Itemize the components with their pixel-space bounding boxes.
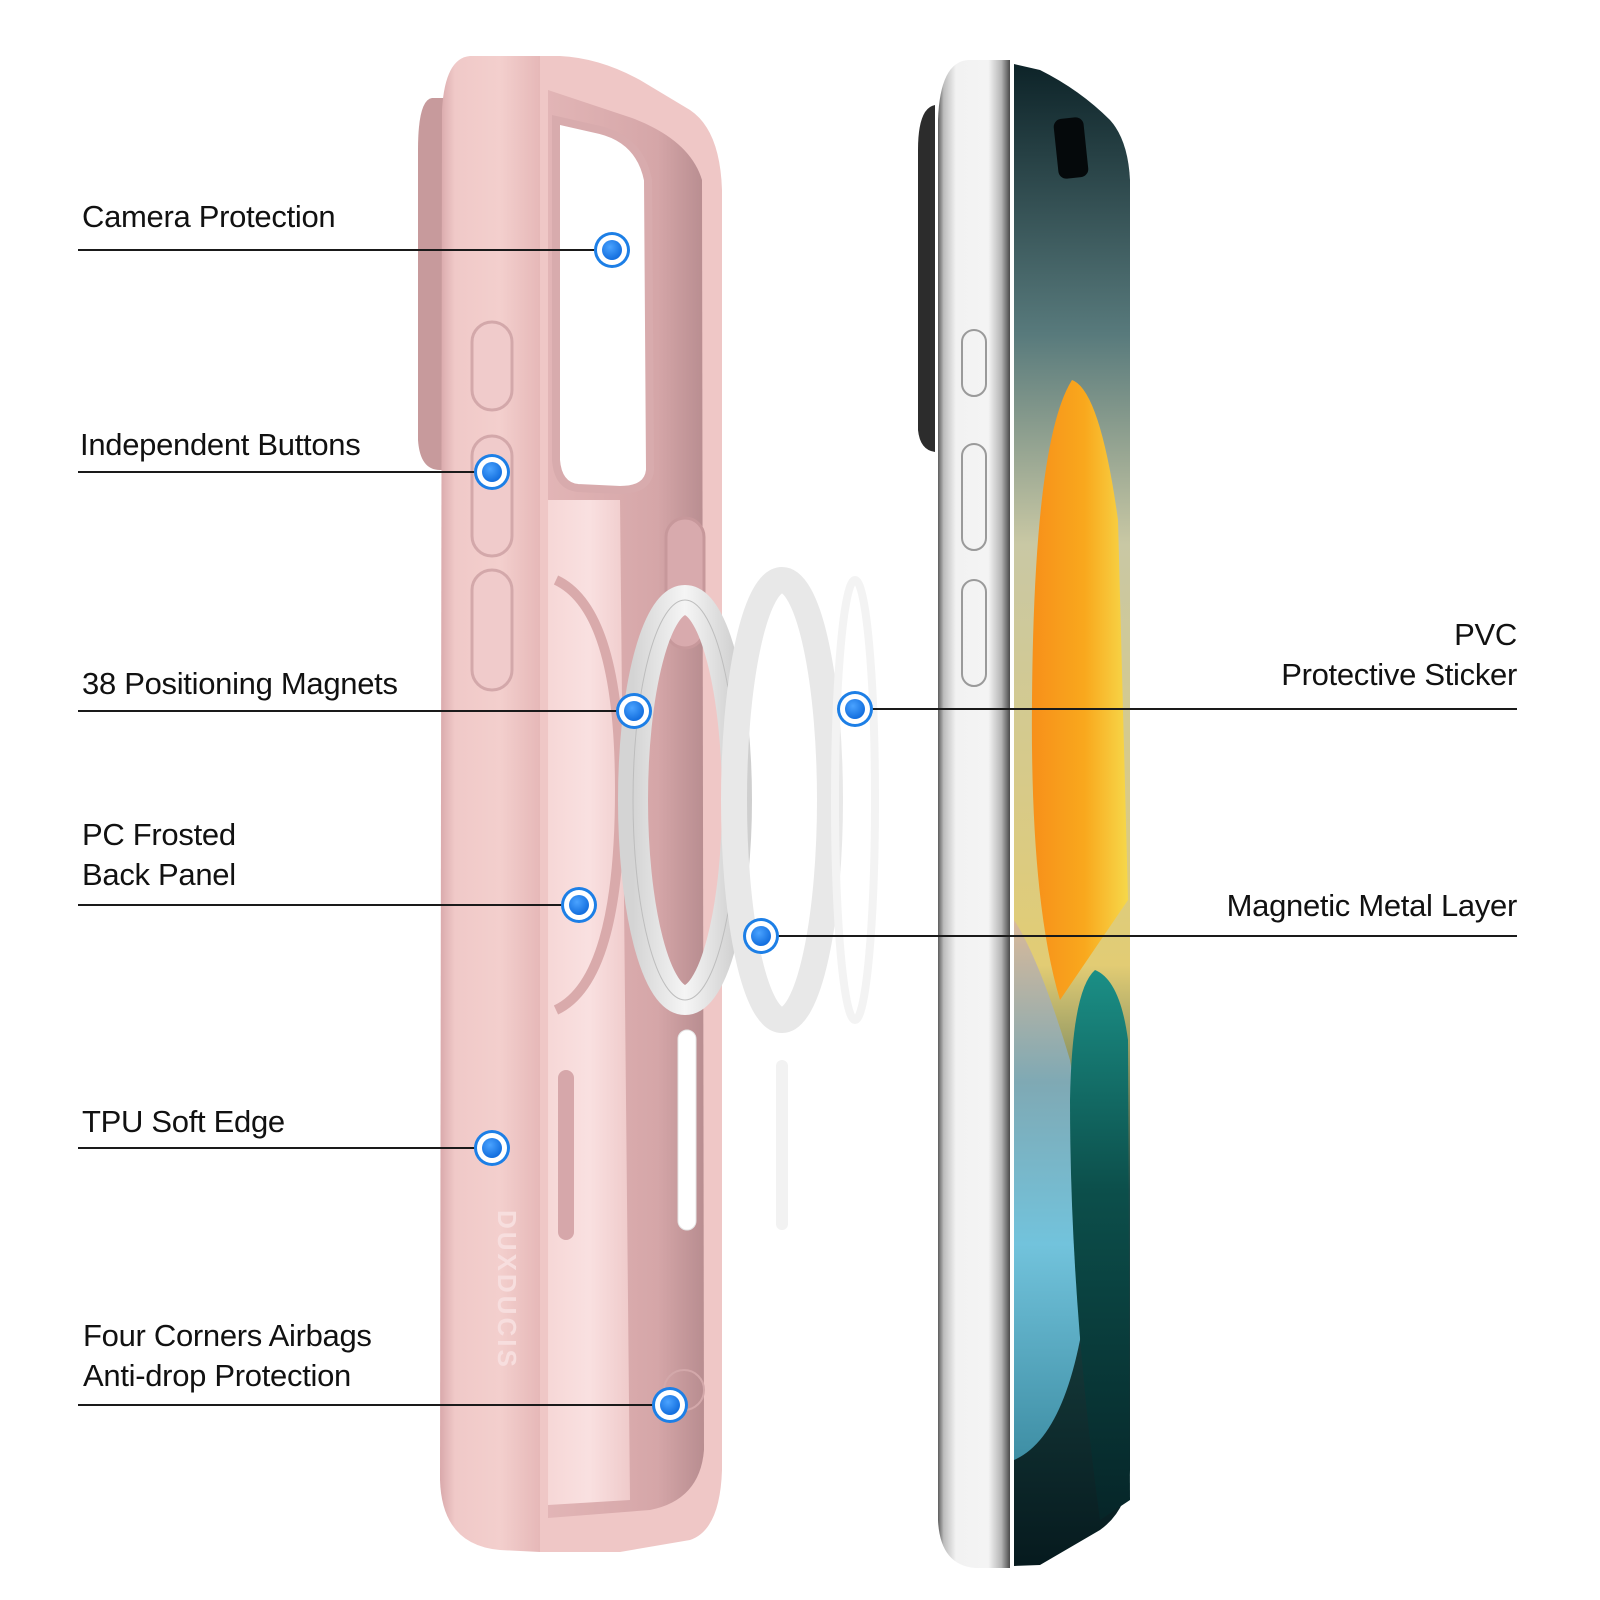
callout-dot-magnetic-metal-layer[interactable] [746,921,776,951]
callout-dot-independent-buttons[interactable] [477,457,507,487]
label-text-line-1: Four Corners Airbags [83,1318,372,1353]
callout-dot-pc-frosted-back-panel[interactable] [564,890,594,920]
phone-case: DUXDUCIS [418,56,722,1552]
label-text-line-2: Back Panel [82,857,236,892]
leader-camera-protection [78,249,612,251]
label-text-line-1: PVC [1454,617,1517,652]
label-text: Independent Buttons [80,427,361,462]
leader-four-corners-airbags [78,1404,670,1406]
leader-pvc-protective-sticker [855,708,1517,710]
metal-ring [721,567,843,1230]
leader-magnetic-metal-layer [761,935,1517,937]
callout-dot-tpu-soft-edge[interactable] [477,1133,507,1163]
label-text: TPU Soft Edge [82,1104,285,1139]
label-pvc-protective-sticker: PVC Protective Sticker [1281,615,1517,695]
leader-tpu-soft-edge [78,1147,492,1149]
label-text: 38 Positioning Magnets [82,666,398,701]
leader-pc-frosted-back-panel [78,904,579,906]
label-text: Magnetic Metal Layer [1226,888,1518,923]
label-tpu-soft-edge: TPU Soft Edge [82,1102,285,1142]
brand-mark: DUXDUCIS [492,1210,522,1370]
callout-dot-pvc-protective-sticker[interactable] [840,694,870,724]
label-text-line-1: PC Frosted [82,817,236,852]
callout-dot-four-corners-airbags[interactable] [655,1390,685,1420]
label-independent-buttons: Independent Buttons [80,425,361,465]
label-text-line-2: Protective Sticker [1281,657,1517,692]
callout-dot-camera-protection[interactable] [597,235,627,265]
leader-independent-buttons [78,471,492,473]
label-magnetic-metal-layer: Magnetic Metal Layer [1226,886,1518,926]
leader-positioning-magnets [78,710,634,712]
pvc-sticker [831,576,879,1024]
label-text: Camera Protection [82,199,336,234]
label-pc-frosted-back-panel: PC Frosted Back Panel [82,815,236,895]
label-camera-protection: Camera Protection [82,197,336,237]
label-text-line-2: Anti-drop Protection [83,1358,351,1393]
label-four-corners-airbags: Four Corners Airbags Anti-drop Protectio… [83,1316,372,1396]
label-positioning-magnets: 38 Positioning Magnets [82,664,398,704]
callout-dot-positioning-magnets[interactable] [619,696,649,726]
phone [918,60,1130,1568]
